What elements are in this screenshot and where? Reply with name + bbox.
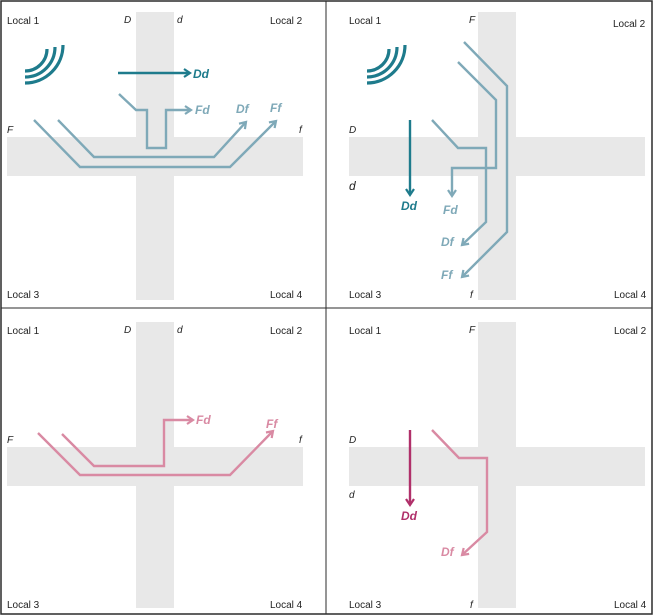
flow-arrow-Fd — [447, 61, 498, 198]
flow-arrow-Df — [431, 429, 489, 557]
approach-label-f: f — [299, 125, 303, 136]
corner-label-local-1: Local 1 — [349, 16, 382, 27]
corner-label-local-2: Local 2 — [270, 326, 303, 337]
flow-label-Ff: Ff — [441, 268, 453, 282]
corner-label-local-4: Local 4 — [270, 290, 303, 301]
corner-label-local-2: Local 2 — [614, 326, 647, 337]
panel-bottom-left: Local 1 Local 2 Local 3 Local 4 D d F f … — [7, 322, 303, 611]
approach-label-F: F — [7, 435, 14, 446]
corner-label-local-1: Local 1 — [349, 326, 382, 337]
approach-label-d: d — [177, 325, 183, 336]
flow-label-Fd: Fd — [443, 203, 458, 217]
panel-top-left: Local 1 Local 2 Local 3 Local 4 D d F f … — [7, 12, 303, 301]
approach-label-f: f — [299, 435, 303, 446]
panel-bottom-right: Local 1 Local 2 Local 3 Local 4 F D d f … — [349, 322, 647, 611]
flow-label-Dd: Dd — [193, 67, 210, 81]
approach-label-F: F — [469, 15, 476, 26]
approach-label-d: d — [177, 15, 183, 26]
corner-label-local-4: Local 4 — [614, 600, 647, 611]
corner-label-local-4: Local 4 — [614, 290, 647, 301]
flow-label-Ff: Ff — [266, 417, 278, 431]
approach-label-D: D — [124, 325, 131, 336]
corner-label-local-3: Local 3 — [349, 600, 382, 611]
flow-label-Df: Df — [236, 102, 250, 116]
flow-label-Fd: Fd — [196, 413, 211, 427]
flow-label-Df: Df — [441, 235, 455, 249]
flow-label-Dd: Dd — [401, 509, 418, 523]
panel-top-right: Local 1 Local 2 Local 3 Local 4 F D d f … — [349, 12, 647, 301]
signal-waves-icon — [24, 44, 65, 85]
approach-label-f: f — [470, 290, 474, 301]
flow-arrow-Fd — [61, 415, 195, 468]
flow-label-Ff: Ff — [270, 101, 282, 115]
flow-label-Fd: Fd — [195, 103, 210, 117]
corner-label-local-2: Local 2 — [270, 16, 303, 27]
approach-label-D: D — [349, 435, 356, 446]
approach-label-F: F — [7, 125, 14, 136]
corner-label-local-3: Local 3 — [7, 600, 40, 611]
flow-arrow-Ff — [37, 429, 275, 477]
road-horizontal — [349, 447, 645, 486]
flow-label-Df: Df — [441, 545, 455, 559]
approach-label-d: d — [349, 179, 356, 193]
corner-label-local-2: Local 2 — [613, 19, 646, 30]
approach-label-f: f — [470, 600, 474, 611]
approach-label-D: D — [124, 15, 131, 26]
corner-label-local-3: Local 3 — [7, 290, 40, 301]
corner-label-local-1: Local 1 — [7, 16, 40, 27]
corner-label-local-1: Local 1 — [7, 326, 40, 337]
approach-label-d: d — [349, 490, 355, 501]
flow-arrow-Ff — [460, 41, 509, 279]
approach-label-F: F — [469, 325, 476, 336]
corner-label-local-4: Local 4 — [270, 600, 303, 611]
flow-arrow-Fd — [118, 93, 193, 150]
flow-label-Dd: Dd — [401, 199, 418, 213]
flow-arrow-Df — [57, 119, 248, 159]
flow-arrow-Ff — [33, 119, 278, 169]
flow-arrow-Df — [431, 119, 488, 247]
signal-waves-icon — [366, 44, 407, 85]
corner-label-local-3: Local 3 — [349, 290, 382, 301]
approach-label-D: D — [349, 125, 356, 136]
